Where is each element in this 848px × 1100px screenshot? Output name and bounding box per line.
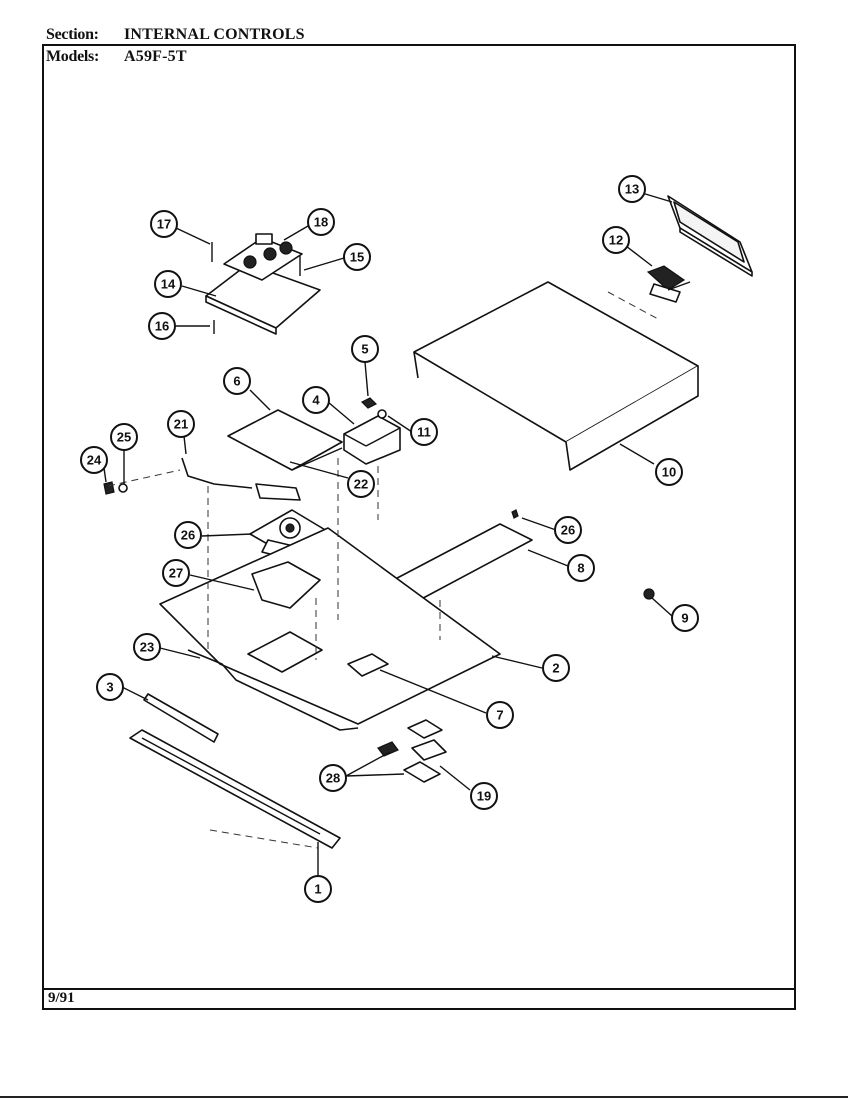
callout-7: 7 (486, 701, 514, 729)
callout-label-15: 15 (350, 250, 364, 265)
part-4-bracket (343, 397, 401, 465)
callout-label-9: 9 (681, 611, 688, 626)
part-3-rail (143, 693, 219, 743)
callout-19: 19 (470, 782, 498, 810)
callout-label-12: 12 (609, 233, 623, 248)
part-14-18-control-board (205, 233, 321, 335)
model-number: A59F-5T (124, 48, 187, 65)
part-6-plate (227, 409, 343, 471)
section-header: Section: INTERNAL CONTROLS (46, 26, 305, 44)
callout-label-6: 6 (233, 374, 240, 389)
callout-label-4: 4 (312, 393, 320, 408)
part-1-rail (129, 729, 341, 849)
callout-label-16: 16 (155, 319, 169, 334)
callout-3: 3 (96, 673, 124, 701)
callout-label-2: 2 (552, 661, 559, 676)
parts-artwork (103, 195, 753, 849)
part-2-base-panel (159, 527, 501, 731)
callout-2: 2 (542, 654, 570, 682)
models-label: Models: (46, 48, 100, 65)
callout-label-22: 22 (354, 477, 368, 492)
callout-13: 13 (618, 175, 646, 203)
part-12-switch (646, 265, 691, 303)
callout-label-1: 1 (314, 882, 321, 897)
callout-label-3: 3 (106, 680, 113, 695)
callout-label-24: 24 (87, 453, 102, 468)
callout-27: 27 (162, 559, 190, 587)
callout-16: 16 (148, 312, 176, 340)
callout-label-18: 18 (314, 215, 328, 230)
callout-label-13: 13 (625, 182, 639, 197)
callout-26-top: 26 (554, 516, 582, 544)
callout-9: 9 (671, 604, 699, 632)
callout-bubbles: 1 2 3 4 5 6 7 8 9 10 11 12 13 14 15 16 1… (80, 175, 699, 903)
callout-23: 23 (133, 633, 161, 661)
footer-divider (42, 988, 796, 990)
callout-label-25: 25 (117, 430, 131, 445)
callout-label-5: 5 (361, 342, 368, 357)
callout-26-left: 26 (174, 521, 202, 549)
callout-label-27: 27 (169, 566, 183, 581)
callout-10: 10 (655, 458, 683, 486)
callout-label-17: 17 (157, 217, 171, 232)
callout-label-26a: 26 (561, 523, 575, 538)
callout-1: 1 (304, 875, 332, 903)
page-bottom-rule (0, 1096, 848, 1098)
assembly-guidelines (107, 458, 441, 849)
models-header: Models: A59F-5T (46, 48, 187, 66)
part-13-bezel (667, 195, 753, 277)
callout-11: 11 (410, 418, 438, 446)
callout-4: 4 (302, 386, 330, 414)
callout-24: 24 (80, 446, 108, 474)
callout-label-14: 14 (161, 277, 176, 292)
callout-6: 6 (223, 367, 251, 395)
callout-label-11: 11 (417, 425, 431, 440)
callout-label-8: 8 (577, 561, 584, 576)
callout-label-28: 28 (326, 771, 340, 786)
part-9-nut (643, 588, 655, 600)
part-10-cover (413, 281, 699, 471)
diagram-frame (42, 44, 796, 1010)
callout-12: 12 (602, 226, 630, 254)
leader-lines (103, 192, 673, 876)
callout-label-21: 21 (174, 417, 188, 432)
callout-17: 17 (150, 210, 178, 238)
callout-14: 14 (154, 270, 182, 298)
callout-15: 15 (343, 243, 371, 271)
section-label: Section: (46, 26, 99, 43)
part-19-bracket (377, 719, 447, 783)
callout-22: 22 (347, 470, 375, 498)
callout-label-7: 7 (496, 708, 503, 723)
callout-8: 8 (567, 554, 595, 582)
callout-5: 5 (351, 335, 379, 363)
callout-label-19: 19 (477, 789, 491, 804)
callout-18: 18 (307, 208, 335, 236)
callout-label-26b: 26 (181, 528, 195, 543)
callout-28: 28 (319, 764, 347, 792)
section-title: INTERNAL CONTROLS (124, 26, 305, 43)
callout-label-23: 23 (140, 640, 154, 655)
callout-21: 21 (167, 410, 195, 438)
callout-25: 25 (110, 423, 138, 451)
callout-label-10: 10 (662, 465, 676, 480)
footer-date: 9/91 (48, 990, 75, 1006)
part-21-sensor (103, 457, 301, 501)
